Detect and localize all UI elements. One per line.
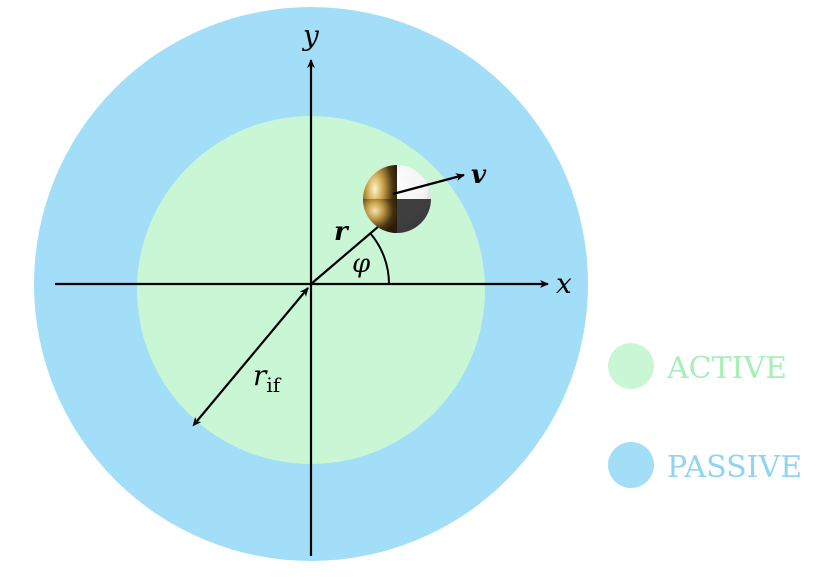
angle-label: φ [352, 249, 371, 279]
y-axis-label: y [301, 19, 320, 52]
legend: ACTIVE PASSIVE [608, 343, 802, 488]
legend-passive-label: PASSIVE [667, 450, 802, 485]
janus-particle-icon [363, 165, 431, 233]
angle-arc [369, 232, 390, 285]
x-axis-label: x [556, 267, 572, 300]
interface-radius-base: r [253, 359, 268, 392]
interface-radius-subscript: if [266, 373, 281, 397]
velocity-vector [392, 173, 465, 196]
velocity-vector-label: v [471, 160, 487, 190]
legend-passive-swatch [608, 442, 654, 488]
interface-radius-label: rif [253, 359, 282, 397]
legend-active-label: ACTIVE [666, 351, 787, 386]
legend-active-swatch [608, 343, 654, 389]
position-vector-label: r [334, 217, 350, 247]
interface-radius-arrow [192, 287, 309, 427]
